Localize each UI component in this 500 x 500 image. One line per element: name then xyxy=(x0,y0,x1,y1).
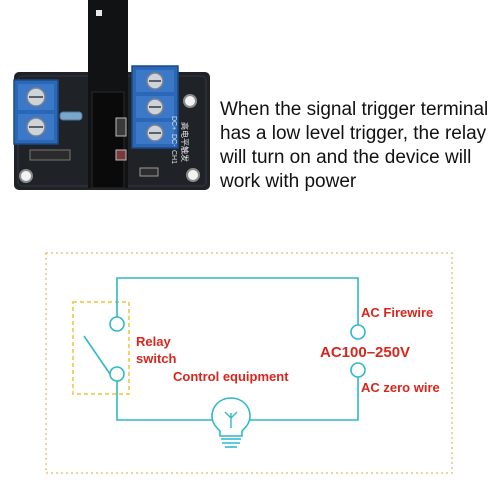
led xyxy=(115,149,127,161)
wiring-diagram: Relay switch Control equipment AC Firewi… xyxy=(45,252,453,474)
diagram-frame xyxy=(45,252,453,474)
right-terminal-block xyxy=(131,65,179,149)
description-line: work with power xyxy=(220,171,357,192)
description-line: When the signal trigger terminal xyxy=(220,99,489,120)
light-bulb-icon xyxy=(211,397,251,448)
resistor xyxy=(59,111,83,121)
mounting-hole xyxy=(19,169,33,183)
switch-contact xyxy=(109,316,125,332)
ac-zero-wire-label: AC zero wire xyxy=(361,380,440,395)
circuit-wire xyxy=(241,376,359,421)
circuit-wire xyxy=(116,374,221,421)
relay-module: DC+ DC- CH1 高电平触发 xyxy=(13,0,210,190)
header-pins xyxy=(29,149,71,161)
description-line: will turn on and the device will xyxy=(220,147,472,168)
relay-label: switch xyxy=(136,351,177,366)
silkscreen-label: CH1 xyxy=(170,150,177,164)
smd-component xyxy=(139,167,159,177)
relay-switch-box xyxy=(72,301,130,395)
mounting-hole xyxy=(186,168,200,182)
switch-contact xyxy=(109,366,125,382)
mounting-hole xyxy=(183,94,197,108)
ac-terminal xyxy=(350,362,366,378)
control-equipment-label: Control equipment xyxy=(173,369,289,384)
left-terminal-block xyxy=(13,79,59,145)
ac-terminal xyxy=(350,324,366,340)
relay-label: Relay xyxy=(136,334,171,349)
description-line: has a low level trigger, the relay xyxy=(220,123,487,144)
description-text: When the signal trigger terminal has a l… xyxy=(220,98,498,194)
silkscreen-chinese: 高电平触发 xyxy=(180,122,190,162)
smd-component xyxy=(115,117,127,137)
silkscreen-label: DC- xyxy=(170,134,177,147)
ac-firewire-label: AC Firewire xyxy=(361,305,433,320)
switch-lever xyxy=(83,335,111,375)
silkscreen-label: DC+ xyxy=(170,116,177,130)
circuit-wire xyxy=(116,277,359,325)
voltage-label: AC100–250V xyxy=(320,344,410,361)
